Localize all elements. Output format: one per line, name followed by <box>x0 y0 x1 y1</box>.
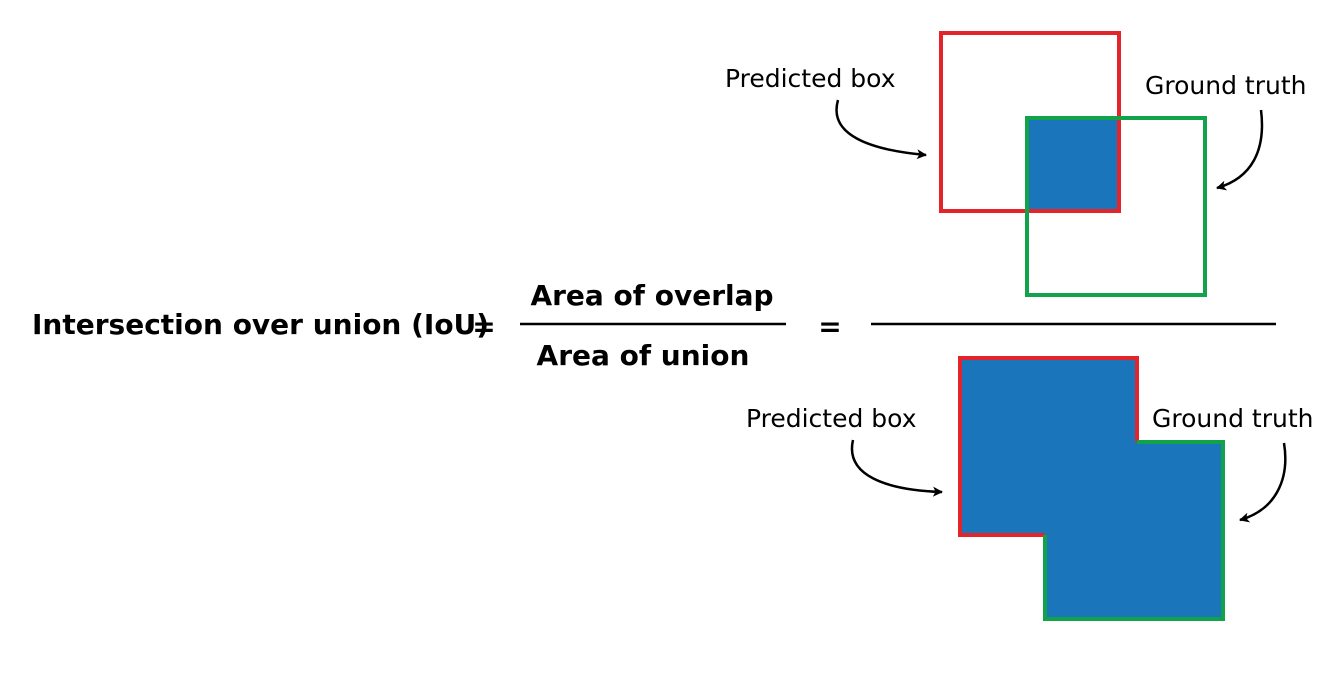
iou-label: Intersection over union (IoU) <box>32 308 489 341</box>
union-figure: Predicted box Ground truth <box>746 356 1313 621</box>
overlap-figure: Predicted box Ground truth <box>725 31 1306 297</box>
union-ground-truth-label: Ground truth <box>1152 404 1313 433</box>
predicted-box-arrow <box>835 99 927 160</box>
fraction-denominator: Area of union <box>537 339 750 372</box>
union-region <box>960 358 1223 619</box>
union-predicted-edge <box>958 356 1139 537</box>
fraction-numerator: Area of overlap <box>530 279 773 312</box>
ground-truth-label: Ground truth <box>1145 71 1306 100</box>
predicted-box-outline <box>939 31 1121 213</box>
equals-sign-1: = <box>472 310 495 343</box>
union-ground-truth-edge <box>1043 440 1225 621</box>
union-predicted-box-label: Predicted box <box>746 404 917 433</box>
ground-truth-arrow <box>1216 109 1264 191</box>
equals-sign-2: = <box>818 310 841 343</box>
ground-truth-box-outline <box>1025 116 1207 297</box>
union-predicted-box-arrow <box>850 439 943 497</box>
union-ground-truth-arrow <box>1239 442 1287 523</box>
predicted-box-label: Predicted box <box>725 64 896 93</box>
overlap-region <box>1027 118 1119 211</box>
